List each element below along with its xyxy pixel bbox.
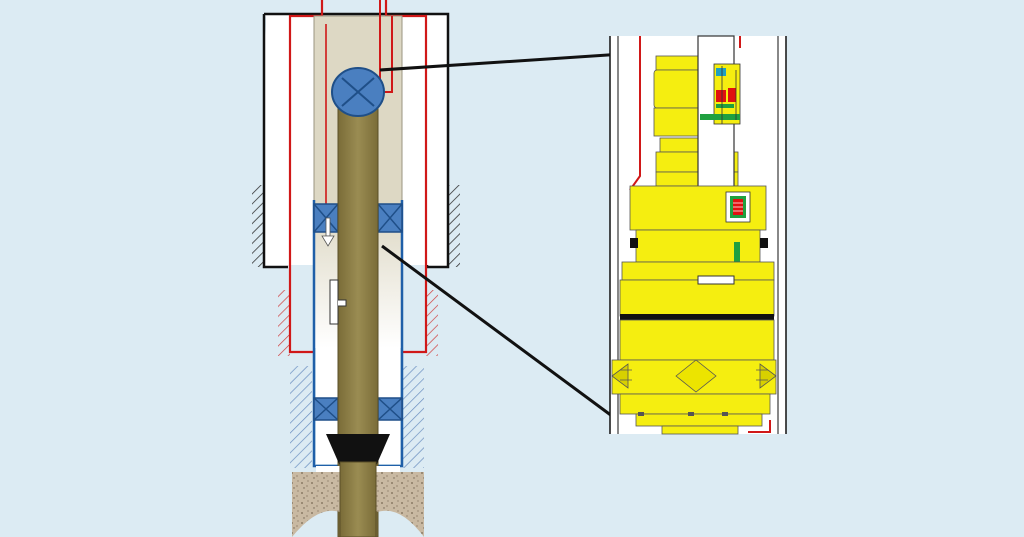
ball-valve-icon bbox=[331, 67, 385, 117]
upper-seal-stack bbox=[700, 63, 741, 125]
shoe-stem bbox=[339, 461, 377, 537]
formation-hatch-left-mid bbox=[278, 290, 290, 356]
formation-hatch-right-low bbox=[402, 366, 424, 468]
float-shoe bbox=[326, 434, 390, 466]
callout-line-bottom bbox=[381, 244, 613, 418]
formation-hatch-right-mid bbox=[426, 290, 438, 356]
formation-hatch-left-upper bbox=[252, 185, 264, 267]
casing-outline bbox=[288, 0, 428, 354]
packer-seal-icon bbox=[377, 203, 403, 233]
lower-tool-body bbox=[611, 261, 777, 435]
detail-casing bbox=[629, 36, 771, 433]
formation-hatch-left-low bbox=[290, 366, 312, 468]
detail-panel bbox=[609, 35, 787, 435]
callout-line-top bbox=[379, 50, 655, 72]
latch-icon bbox=[329, 279, 347, 325]
well-cross-section bbox=[252, 0, 460, 537]
down-arrow-icon bbox=[321, 217, 335, 247]
control-line bbox=[379, 0, 393, 93]
formation-hatch-right-upper bbox=[448, 185, 460, 267]
packer-seal-icon bbox=[313, 397, 339, 421]
packer-seal-icon bbox=[377, 397, 403, 421]
spring-detail bbox=[725, 191, 751, 274]
